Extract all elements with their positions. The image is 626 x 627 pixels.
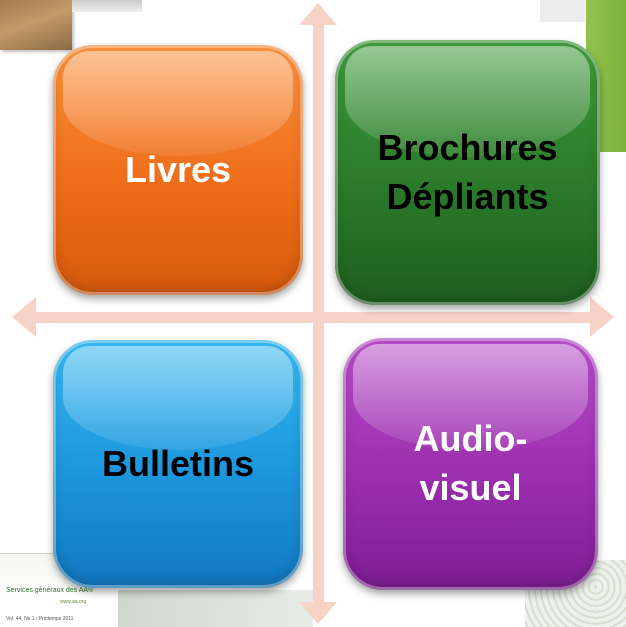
quadrant-bulletins-tile[interactable]: Bulletins [53,340,303,588]
quadrant-audiovisuel-tile[interactable]: Audio- visuel [343,338,598,590]
newsletter-url-text: www.aa.org [60,599,87,605]
quadrant-livres-tile[interactable]: Livres [53,45,303,295]
background-photo-fragment [0,0,72,50]
quadrant-brochures-line-2: Dépliants [386,175,549,217]
background-photo-fragment [72,0,142,12]
background-photo-fragment [540,0,585,22]
quadrant-brochures-label: Brochures Dépliants [377,124,557,221]
quadrant-livres-label: Livres [124,148,232,190]
quadrant-audiovisuel-label: Audio- visuel [414,415,528,512]
quadrant-brochures-tile[interactable]: Brochures Dépliants [335,40,600,305]
quadrant-audiovisuel-line-2: visuel [419,467,522,508]
quadrant-brochures-line-1: Brochures [377,126,558,168]
newsletter-issue-text: Vol. 44, No 1 / Printemps 2011 [6,616,74,622]
quadrant-bulletins-label: Bulletins [101,442,254,484]
newsletter-header-text: Services généraux des AA® [6,587,94,594]
quadrant-audiovisuel-line-1: Audio- [413,418,528,460]
horizontal-arrow [12,297,614,337]
background-photo-fragment [118,590,313,627]
